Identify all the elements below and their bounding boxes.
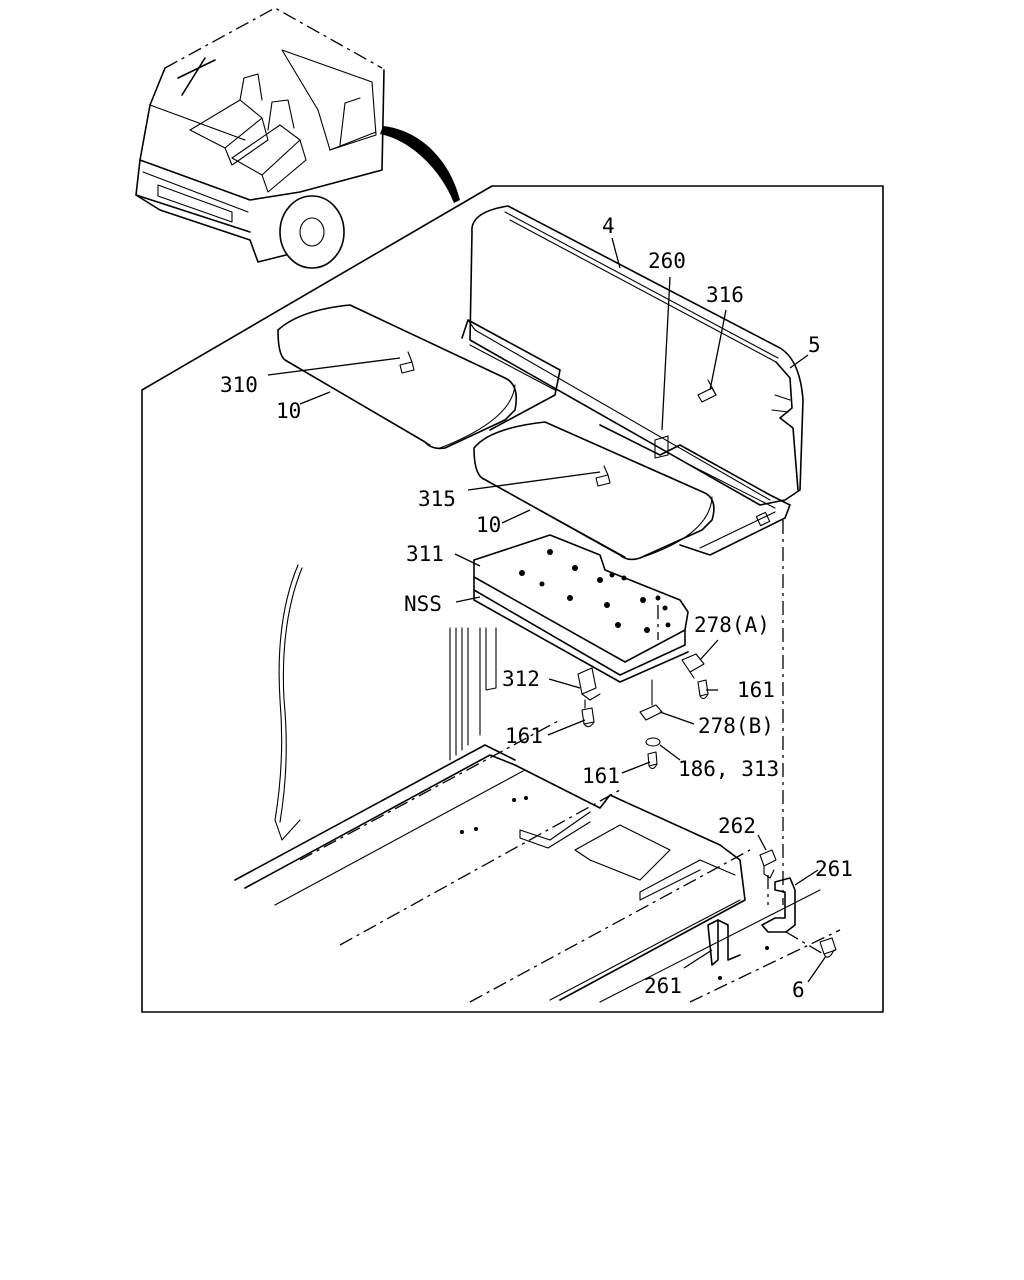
seat-back <box>467 205 804 506</box>
cab-floor <box>234 564 841 1003</box>
callout-261-left: 261 <box>644 974 682 998</box>
callout-5: 5 <box>808 333 821 357</box>
cab-overview-inset <box>135 7 460 269</box>
callout-10-left: 10 <box>276 399 301 423</box>
callout-labels: 4 260 316 5 310 10 315 10 311 NSS 278(A)… <box>220 214 853 1002</box>
seat-back-clips <box>654 379 717 459</box>
callout-262: 262 <box>718 814 756 838</box>
callout-161-center: 161 <box>582 764 620 788</box>
seat-frame <box>461 319 791 556</box>
callout-311: 311 <box>406 542 444 566</box>
callout-310: 310 <box>220 373 258 397</box>
callout-315: 315 <box>418 487 456 511</box>
brackets-fasteners <box>577 653 837 966</box>
callout-278b: 278(B) <box>698 714 774 738</box>
seat-cushion-left <box>277 304 518 450</box>
detail-frame <box>141 185 884 1013</box>
callout-260: 260 <box>648 249 686 273</box>
callout-161-left: 161 <box>505 724 543 748</box>
callout-nss: NSS <box>404 592 442 616</box>
callout-6: 6 <box>792 978 805 1002</box>
seat-cushion-right <box>473 421 715 561</box>
callout-261-right: 261 <box>815 857 853 881</box>
callout-186-313: 186, 313 <box>678 757 779 781</box>
callout-316: 316 <box>706 283 744 307</box>
callout-161-right: 161 <box>737 678 775 702</box>
callout-10-right: 10 <box>476 513 501 537</box>
leader-lines <box>267 237 827 983</box>
callout-312: 312 <box>502 667 540 691</box>
callout-4: 4 <box>602 214 615 238</box>
guide-lines <box>657 520 826 956</box>
callout-278a: 278(A) <box>694 613 770 637</box>
seat-base-plate <box>473 534 689 683</box>
